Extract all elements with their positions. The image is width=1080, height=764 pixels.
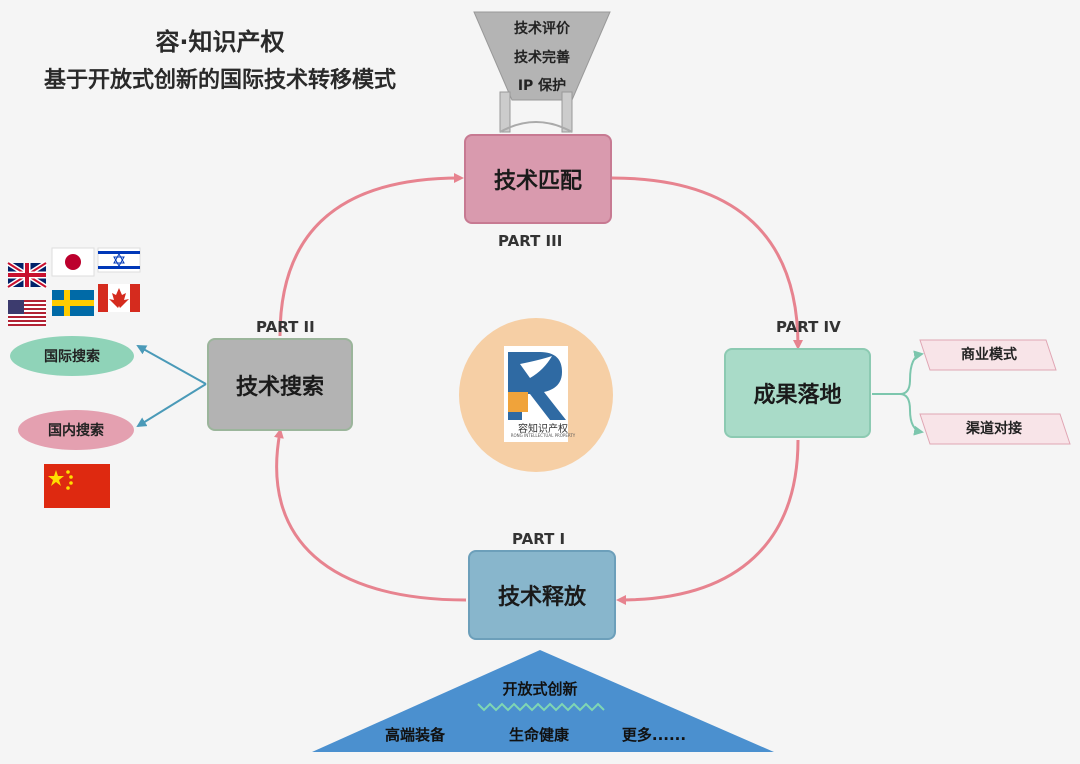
tag-channel-shape: [919, 413, 1071, 445]
diagram-title: 容·知识产权: [155, 28, 285, 56]
zigzag-divider: [477, 702, 605, 712]
node-tech-match[interactable]: 技术匹配: [464, 134, 612, 224]
sweden-flag-icon: [52, 290, 94, 316]
arrow-match-to-land: [611, 176, 803, 350]
usa-flag-icon: [8, 300, 46, 326]
international-search-oval[interactable]: 国际搜索: [10, 336, 134, 376]
part-label-1: PART I: [512, 530, 566, 548]
arrow-search-to-dom: [136, 383, 207, 428]
part-label-3: PART III: [498, 232, 563, 250]
uk-flag-icon: [6, 260, 48, 290]
logo-icon: [504, 346, 568, 442]
funnel-shape: [473, 11, 611, 133]
israel-flag-icon: [97, 247, 141, 273]
part-label-2: PART II: [256, 318, 315, 336]
japan-flag-icon: [51, 247, 95, 277]
tag-biz-shape: [919, 339, 1057, 371]
logo-subtext: RONG INTELLECTUAL PROPERTY: [510, 433, 576, 438]
logo-text: 容知识产权: [518, 424, 568, 435]
triangle-item-health: 生命健康: [508, 726, 569, 744]
channel-connect-tag[interactable]: 渠道对接: [966, 421, 1022, 437]
arrow-search-to-match: [278, 173, 464, 337]
funnel-item-ip-protection: IP 保护: [517, 78, 567, 94]
funnel-item-improvement: 技术完善: [514, 50, 570, 66]
diagram-subtitle: 基于开放式创新的国际技术转移模式: [43, 68, 396, 93]
node-tech-release[interactable]: 技术释放: [468, 550, 616, 640]
branch-land-to-biz: [872, 350, 924, 395]
domestic-search-oval[interactable]: 国内搜索: [18, 410, 134, 450]
innovation-triangle: [312, 650, 774, 752]
china-flag-icon: [44, 464, 110, 508]
node-tech-search[interactable]: 技术搜索: [207, 338, 353, 431]
branch-land-to-channel: [872, 393, 924, 436]
arrow-release-to-search: [273, 428, 467, 602]
triangle-item-more: 更多......: [621, 726, 687, 744]
triangle-item-equipment: 高端装备: [384, 726, 445, 744]
funnel-item-evaluation: 技术评价: [514, 21, 570, 37]
canada-flag-icon: [98, 284, 140, 312]
arrow-land-to-release: [616, 439, 800, 605]
business-model-tag[interactable]: 商业模式: [961, 347, 1017, 363]
open-innovation-title: 开放式创新: [502, 680, 578, 698]
part-label-4: PART IV: [776, 318, 841, 336]
arrow-search-to-intl: [136, 345, 207, 385]
node-result-landing[interactable]: 成果落地: [724, 348, 871, 438]
